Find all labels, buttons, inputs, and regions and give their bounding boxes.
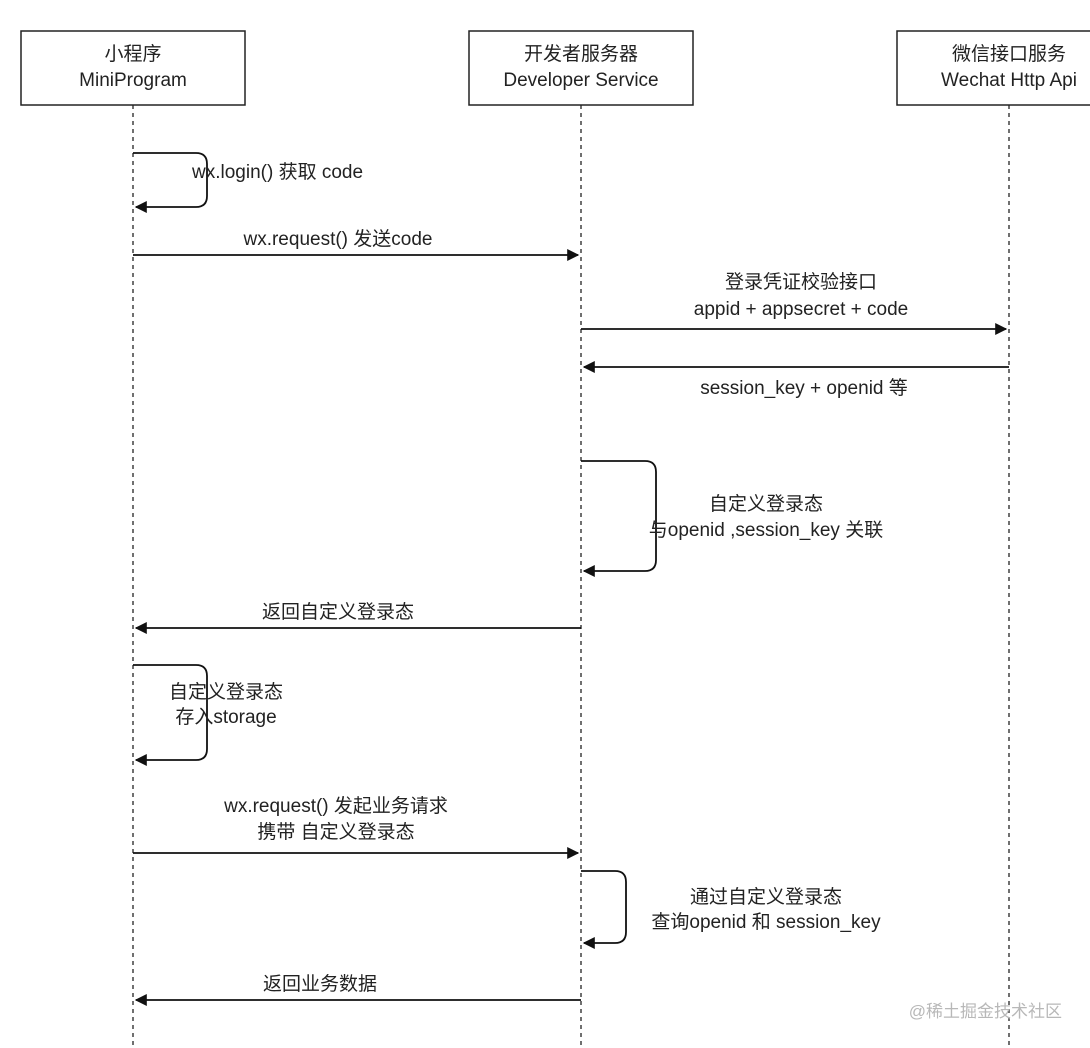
watermark: @稀土掘金技术社区 [909,1002,1062,1021]
self-message-arrow [133,664,208,766]
participant-name-cn: 小程序 [104,43,161,65]
message-label: wx.request() 发起业务请求 [223,795,448,817]
self-message-arrow [581,460,657,577]
self-message-arrow [133,152,208,213]
participant-name-en: Wechat Http Api [941,70,1077,91]
message-label: 与openid ,session_key 关联 [649,519,883,541]
participant-developer-service: 开发者服务器 Developer Service [468,30,694,106]
message-label: 返回自定义登录态 [262,601,414,623]
participant-name-en: Developer Service [503,70,658,91]
message-label: 携带 自定义登录态 [257,821,414,843]
message-label: wx.login() 获取 code [191,161,363,183]
message-label: wx.request() 发送code [242,228,432,250]
participant-name-cn: 开发者服务器 [524,43,638,65]
message-label: 自定义登录态 [169,681,283,703]
message-label: 自定义登录态 [709,493,823,515]
message-label: appid + appsecret + code [694,299,908,320]
participant-miniprogram: 小程序 MiniProgram [20,30,246,106]
participant-name-cn: 微信接口服务 [952,43,1066,65]
message-label: 返回业务数据 [263,973,377,995]
message-label: 查询openid 和 session_key [651,911,881,933]
message-label: 存入storage [175,706,276,728]
participant-wechat-api: 微信接口服务 Wechat Http Api [896,30,1090,106]
message-label: 登录凭证校验接口 [725,271,877,293]
participant-name-en: MiniProgram [79,70,187,91]
self-message-arrow [581,870,627,949]
message-label: 通过自定义登录态 [690,886,842,908]
message-label: session_key + openid 等 [700,377,908,399]
